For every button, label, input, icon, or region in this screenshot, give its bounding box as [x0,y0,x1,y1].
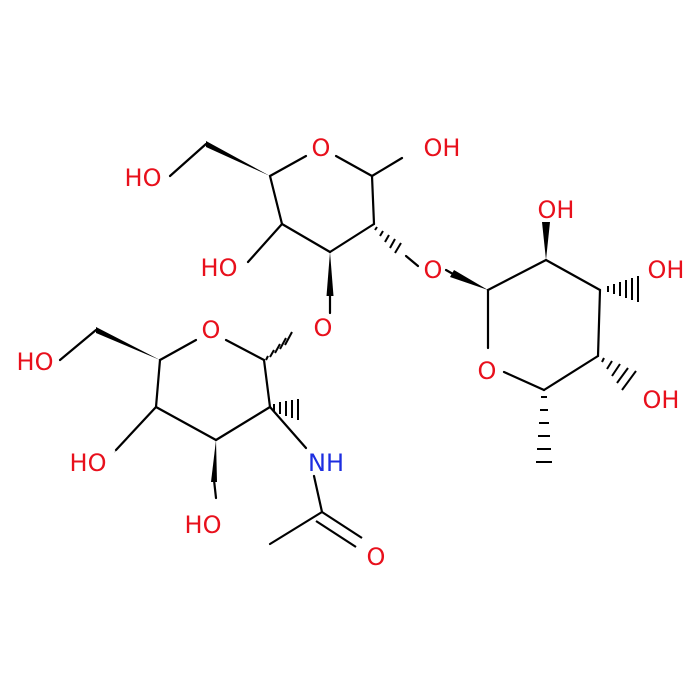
double-bond [321,511,363,539]
bond [58,328,98,362]
bond [214,405,272,442]
hashed-bond [536,396,552,463]
double-bond [315,520,357,548]
hashed-bond [601,357,637,391]
bond [370,174,376,226]
ring2-c4-oh-label: HO [70,449,107,477]
bond [280,222,332,254]
bond [544,258,602,292]
bond [158,338,198,362]
ring2-oxygen-label: O [202,316,221,344]
bond [370,156,404,178]
hashed-bond [273,399,299,420]
ring1-stereo [206,141,402,296]
wedge-bond [114,407,156,453]
ring2-stereo [96,327,299,482]
atom-labels: O OH HO HO O O O HO HO HO NH O O OH OH O… [17,134,685,571]
bond [328,222,376,254]
ring1-ch2oh-label: HO [125,164,162,192]
wedge-bond [326,252,334,296]
ring3-stereo [450,222,639,463]
bond [268,154,308,178]
ring2-c3-oh-label: HO [185,511,222,539]
bond [268,510,324,546]
wedge-bond [206,141,270,176]
hashed-bond [607,276,639,302]
bond [246,222,284,264]
bond [224,338,266,362]
bond [268,174,284,226]
ring1-anomeric-oh-label: OH [424,134,461,162]
acetyl-oxygen-label: O [367,543,386,571]
ring2-ch2oh-label: HO [17,348,54,376]
bond [268,405,308,450]
wedge-bond [542,222,550,260]
ring1-c4-oh-label: HO [201,254,238,282]
ring2-bonds [58,328,363,548]
bond [168,142,208,178]
ring3-c4-oh-label: OH [643,386,680,414]
bond [334,154,374,178]
hashed-bond [265,331,293,361]
bond [596,288,602,358]
wedge-bond [450,270,488,290]
ring3-c2-oh-label: OH [538,196,575,224]
ring1-bonds [168,142,420,315]
bond [212,478,218,500]
ring1-oxygen-label: O [312,134,331,162]
ring3-bonds [444,258,602,392]
ring3-c3-oh-label: OH [648,256,685,284]
ring3-oxygen-label: O [478,357,497,385]
bond [154,358,162,409]
ring1-glycosidic-o2-label: O [424,256,443,284]
bond [154,405,218,442]
ring2-nh-label: NH [308,449,344,477]
bond [262,358,272,409]
wedge-bond [96,327,160,360]
bond [542,354,600,392]
ring1-glycosidic-o3-label: O [314,314,333,342]
bond [312,474,324,514]
hashed-bond [374,226,402,254]
bond [502,370,546,392]
wedge-bond [211,440,217,482]
bond [486,258,548,292]
bond [404,254,420,268]
